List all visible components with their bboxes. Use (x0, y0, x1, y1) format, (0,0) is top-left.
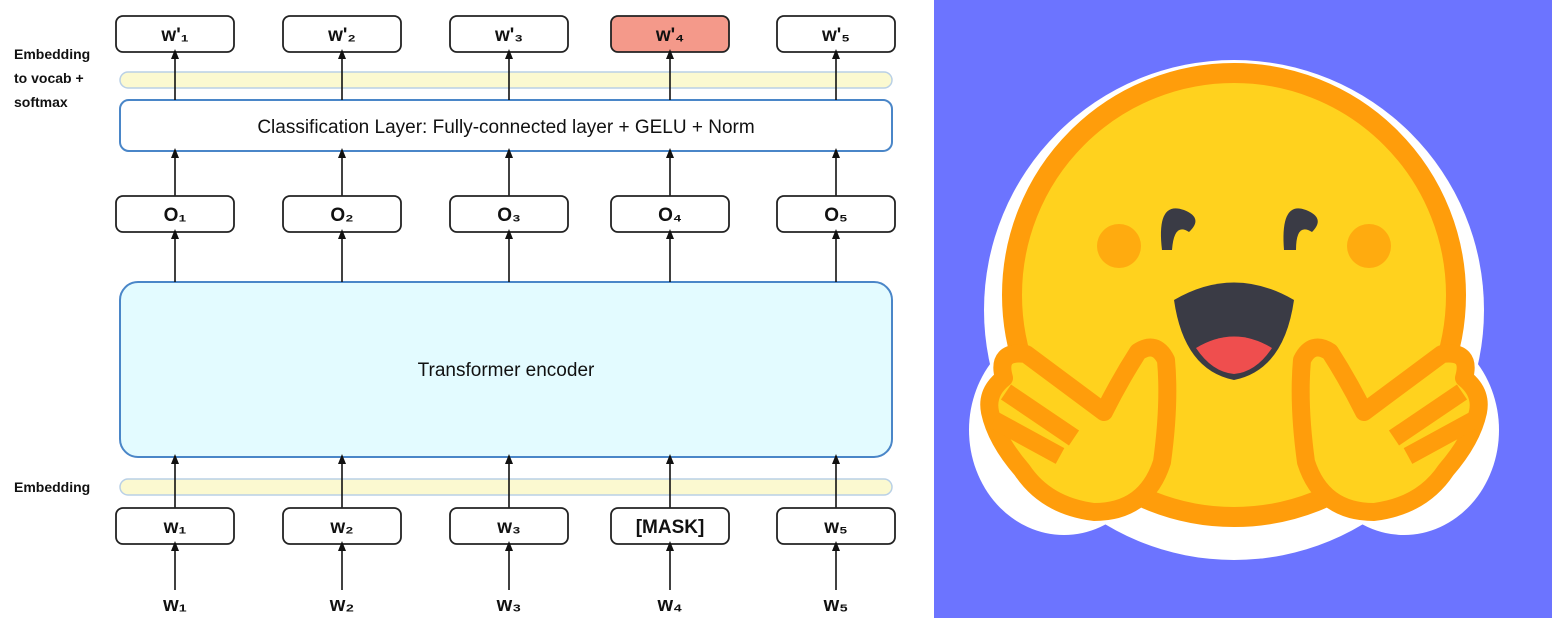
right-cheek (1347, 224, 1391, 268)
label-embedding-to-vocab-line1: Embedding (14, 46, 90, 62)
input-embedding-band (119, 478, 893, 496)
output-token-3-label: w'₃ (494, 25, 523, 46)
bert-mlm-diagram: Embedding to vocab + softmax Embedding C… (14, 15, 896, 616)
input-token-5-label: w₅ (823, 517, 848, 538)
classification-layer-label: Classification Layer: Fully-connected la… (257, 117, 754, 138)
hidden-state-5-label: O₅ (824, 205, 848, 226)
input-token-2-label: w₂ (329, 517, 353, 538)
output-token-4-label: w'₄ (655, 25, 684, 46)
output-token-1-label: w'₁ (160, 25, 188, 46)
right-eye (1283, 208, 1318, 250)
input-token-4-label: [MASK] (636, 517, 705, 538)
label-embedding: Embedding (14, 479, 90, 495)
word-3: w₃ (496, 594, 522, 616)
transformer-encoder-label: Transformer encoder (418, 360, 595, 381)
word-4: w₄ (656, 594, 682, 616)
hidden-state-2-label: O₂ (330, 205, 353, 226)
word-2: w₂ (329, 594, 354, 616)
hidden-state-1-label: O₁ (164, 205, 187, 226)
input-token-3-label: w₃ (496, 517, 521, 538)
label-embedding-to-vocab-line2: to vocab + (14, 70, 84, 86)
left-cheek (1097, 224, 1141, 268)
hugging-face-icon (969, 60, 1499, 560)
hugging-face-logo-panel (934, 0, 1552, 618)
right-hand (1291, 338, 1488, 521)
left-hand (980, 338, 1177, 521)
tongue (1196, 336, 1272, 374)
input-token-1-label: w₁ (163, 517, 187, 538)
vocab-embedding-band (119, 71, 893, 89)
left-eye (1160, 208, 1196, 250)
label-embedding-to-vocab-line3: softmax (14, 94, 68, 110)
word-1: w₁ (162, 594, 187, 616)
word-5: w₅ (823, 594, 849, 616)
hidden-state-4-label: O₄ (658, 205, 682, 226)
hidden-state-3-label: O₃ (497, 205, 521, 226)
output-token-2-label: w'₂ (327, 25, 356, 46)
output-token-5-label: w'₅ (821, 25, 850, 46)
